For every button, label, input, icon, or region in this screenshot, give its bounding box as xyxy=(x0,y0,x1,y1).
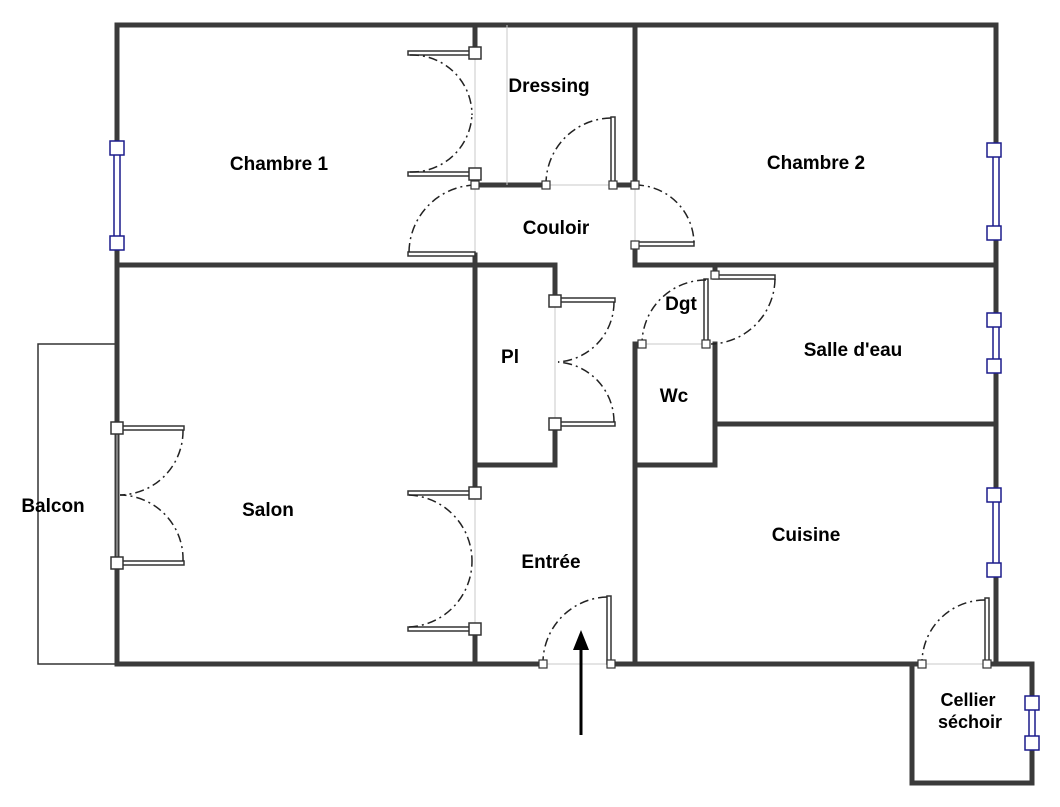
room-label-wc: Wc xyxy=(660,386,689,407)
window-cuisine xyxy=(986,487,1002,578)
room-label-salle-deau: Salle d'eau xyxy=(804,340,903,361)
entrance-door[interactable] xyxy=(538,595,616,669)
room-label-cellier: Cellier xyxy=(940,690,995,710)
room-label-dressing: Dressing xyxy=(508,76,589,97)
window-chambre2 xyxy=(986,142,1002,241)
chambre2-door[interactable] xyxy=(630,180,695,250)
chambre1-door[interactable] xyxy=(407,180,480,257)
room-label-dgt: Dgt xyxy=(665,294,697,315)
room-label-balcon: Balcon xyxy=(21,496,84,517)
door-openings xyxy=(116,25,987,665)
window-salle-deau xyxy=(986,312,1002,374)
dressing-corridor-door[interactable] xyxy=(541,116,618,190)
balcony-door[interactable] xyxy=(110,421,185,570)
wc-door[interactable] xyxy=(637,278,711,349)
exterior-walls xyxy=(114,22,1035,786)
balcony-outline xyxy=(37,343,117,665)
room-label-sechoir: séchoir xyxy=(938,712,1002,732)
entrance-arrow-icon xyxy=(573,630,589,735)
room-label-entree: Entrée xyxy=(521,552,580,573)
window-chambre1 xyxy=(109,140,125,251)
room-label-chambre1: Chambre 1 xyxy=(230,154,329,175)
room-label-chambre2: Chambre 2 xyxy=(767,153,865,174)
room-label-cuisine: Cuisine xyxy=(772,525,841,546)
room-label-pl: Pl xyxy=(501,347,519,368)
cellier-door[interactable] xyxy=(917,597,992,669)
salle-deau-door[interactable] xyxy=(710,270,776,345)
room-label-salon: Salon xyxy=(242,500,294,521)
placard-door[interactable] xyxy=(548,294,616,431)
salon-door[interactable] xyxy=(407,486,482,636)
window-cellier xyxy=(1024,695,1040,751)
room-label-couloir: Couloir xyxy=(523,218,590,239)
dressing-door[interactable] xyxy=(407,46,482,181)
